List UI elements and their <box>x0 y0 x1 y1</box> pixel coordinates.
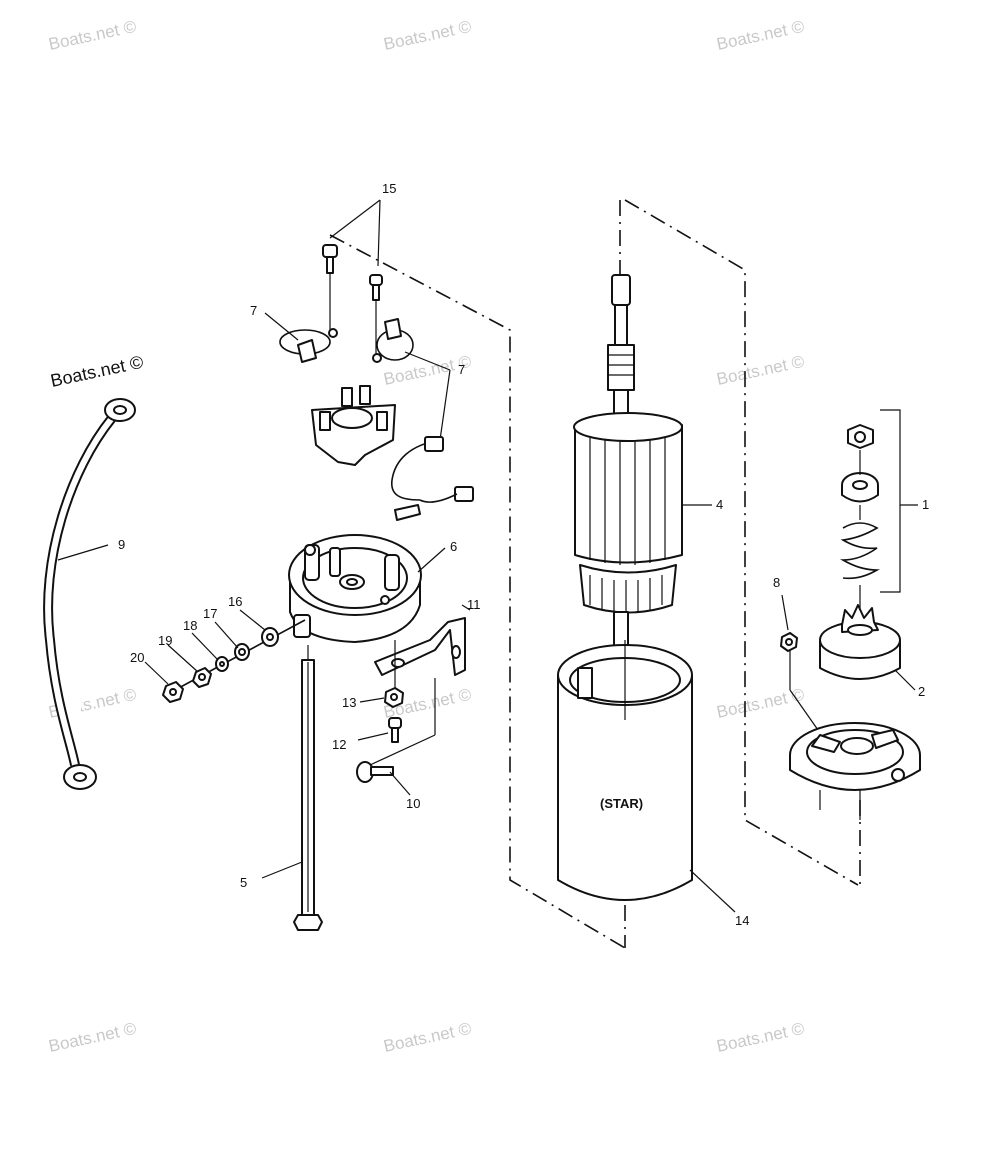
watermark-text: Boats.net © <box>715 1019 807 1056</box>
watermark-text: Boats.net © <box>715 352 807 389</box>
callout-18: 18 <box>183 618 197 633</box>
watermark-text: Boats.net © <box>715 17 807 54</box>
watermark-text: Boats.net © <box>382 1019 474 1056</box>
watermark-text: Boats.net © <box>382 17 474 54</box>
callout-9: 9 <box>118 537 125 552</box>
callout-16: 16 <box>228 594 242 609</box>
callout-4: 4 <box>716 497 723 512</box>
callout-10: 10 <box>406 796 420 811</box>
callout-11: 11 <box>467 597 481 612</box>
watermark-dark-text: Boats.net © <box>49 352 145 391</box>
watermark-text: Boats.net © <box>715 685 807 722</box>
callout-13: 13 <box>342 695 356 710</box>
motor-housing: (STAR) <box>557 640 736 913</box>
callout-15: 15 <box>382 181 396 196</box>
callout-14: 14 <box>735 913 749 928</box>
callout-labels: 1 2 4 5 6 7 7 8 9 10 11 12 13 14 15 16 1… <box>118 181 929 928</box>
through-bolt <box>261 645 323 931</box>
drive-assembly <box>780 409 921 820</box>
callout-19: 19 <box>158 633 172 648</box>
armature <box>573 274 712 653</box>
callout-1: 1 <box>922 497 929 512</box>
callout-8: 8 <box>773 575 780 590</box>
watermarks: Boats.net © Boats.net © Boats.net © Boat… <box>47 17 807 1056</box>
brush-screws <box>322 199 383 355</box>
watermark-text: Boats.net © <box>47 1019 139 1056</box>
callout-5: 5 <box>240 875 247 890</box>
brush-holder <box>311 385 396 466</box>
end-cap <box>288 534 446 643</box>
callout-17: 17 <box>203 606 217 621</box>
housing-label: (STAR) <box>600 796 643 811</box>
watermark-text: Boats.net © <box>47 17 139 54</box>
callout-6: 6 <box>450 539 457 554</box>
mounting-bracket <box>369 604 471 766</box>
terminal-hardware <box>144 609 306 703</box>
callout-7b: 7 <box>458 362 465 377</box>
callout-20: 20 <box>130 650 144 665</box>
callout-7a: 7 <box>250 303 257 318</box>
bracket-fasteners <box>356 687 411 796</box>
callout-2: 2 <box>918 684 925 699</box>
callout-12: 12 <box>332 737 346 752</box>
battery-cable <box>43 398 136 790</box>
brushes-and-springs <box>264 312 474 521</box>
